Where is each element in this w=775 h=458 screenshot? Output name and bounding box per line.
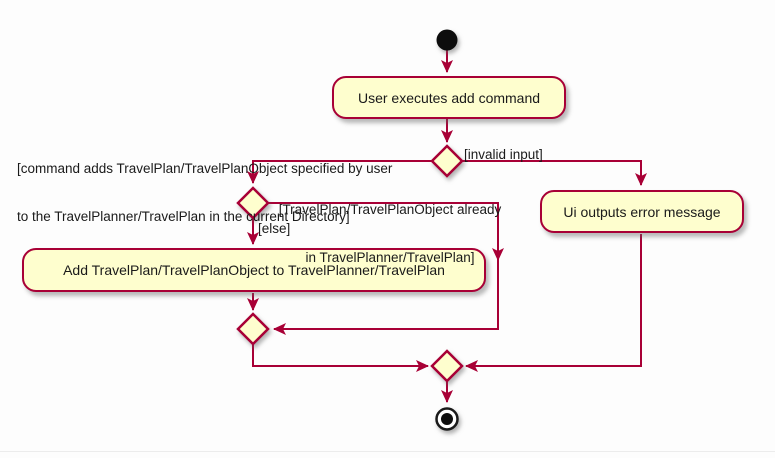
decision1-diamond [430, 144, 464, 178]
guard-already-line2: in TravelPlanner/TravelPlan] [305, 250, 475, 265]
edge-already-down-to-merge1 [273, 258, 499, 335]
guard-command-adds-line2: to the TravelPlanner/TravelPlan in the c… [17, 209, 350, 224]
decision2-diamond [236, 186, 270, 220]
edge-decision1-invalid-to-ui-error [462, 160, 647, 186]
guard-else-label: [else] [258, 221, 291, 236]
guard-already-line1: [TravelPlan/TravelPlanObject already [278, 202, 502, 217]
activity-user-executes-label: User executes add command [357, 89, 541, 106]
activity-ui-outputs-error-message: Ui outputs error message [540, 190, 744, 233]
activity-user-executes-add-command: User executes add command [332, 76, 566, 119]
merge2-diamond [430, 349, 464, 383]
edge-decision2-already-right-down [268, 202, 504, 261]
edge-merge1-to-merge2 [252, 345, 429, 372]
activity-add-travelplan: Add TravelPlan/TravelPlanObject to Trave… [22, 248, 486, 292]
start-node [436, 29, 458, 51]
guard-invalid-input-label: [invalid input] [464, 147, 543, 162]
merge1-diamond [236, 312, 270, 346]
end-node [435, 407, 459, 431]
guard-already-label: [TravelPlan/TravelPlanObject already in … [265, 170, 515, 298]
edge-ui-error-to-merge2 [465, 234, 642, 372]
activity-add-travelplan-label: Add TravelPlan/TravelPlanObject to Trave… [63, 262, 445, 278]
guard-command-adds-label: [command adds TravelPlan/TravelPlanObjec… [17, 129, 392, 257]
guard-command-adds-line1: [command adds TravelPlan/TravelPlanObjec… [17, 161, 393, 176]
edge-decision1-valid-to-decision2 [247, 160, 432, 184]
activity-ui-error-label: Ui outputs error message [563, 203, 721, 220]
